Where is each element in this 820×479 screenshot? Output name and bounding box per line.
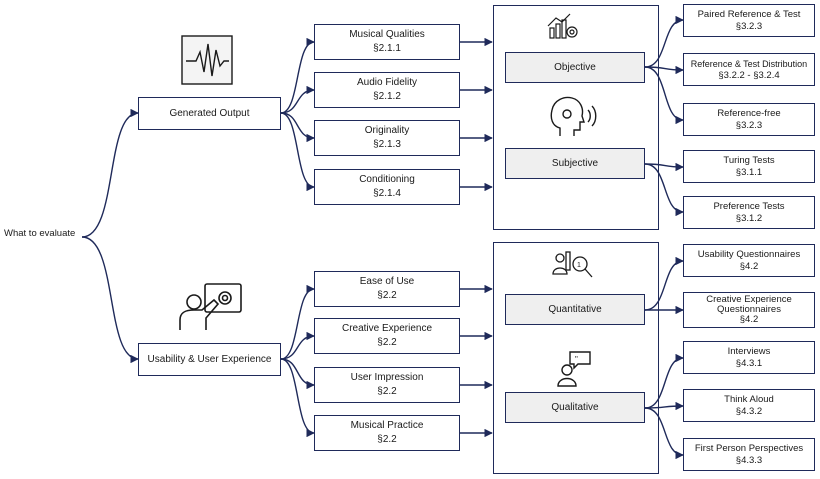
edge-usa-2 [280,331,315,360]
group-generated-methods [493,5,659,230]
node-label: Turing Tests [723,154,775,166]
node-label: Generated Output [169,107,250,119]
leaf-turing-tests: Turing Tests §3.1.1 [683,150,815,183]
leaf-think-aloud: Think Aloud §4.3.2 [683,389,815,422]
node-section: §4.3.2 [735,405,763,417]
node-section: §2.1.3 [373,139,401,150]
node-section: §4.3.3 [735,454,763,466]
head-listening-icon [550,96,597,136]
node-section: §3.2.3 [735,20,763,32]
node-section: §2.2 [377,337,397,348]
node-label: Qualitative [551,401,599,413]
edge-usa-3 [280,358,315,390]
edge-root-usability [81,236,139,364]
node-section: §3.2.3 [735,119,763,131]
node-usability: Usability & User Experience [138,343,281,376]
node-section: §4.3.1 [735,357,763,369]
node-section: §3.2.2 - §3.2.4 [718,69,780,81]
leaf-preference-tests: Preference Tests §3.1.2 [683,196,815,229]
node-label: Musical Qualities [349,29,425,40]
node-section: §4.2 [739,314,759,325]
node-section: §2.1.2 [373,91,401,102]
leaf-reference-distribution: Reference & Test Distribution §3.2.2 - §… [683,53,815,86]
node-ease-of-use: Ease of Use §2.2 [314,271,460,307]
people-magnifier-icon: 1 [552,251,593,278]
node-section: §2.1.1 [373,43,401,54]
node-label: Ease of Use [359,276,415,287]
node-section: §3.1.1 [735,166,763,178]
svg-text:1: 1 [577,262,581,269]
node-section: §2.2 [377,434,397,445]
node-label: Think Aloud [724,393,774,405]
node-label: Reference-free [717,107,781,119]
method-objective: Objective [505,52,645,83]
leaf-creative-experience-questionnaires: Creative Experience Questionnaires §4.2 [683,292,815,328]
edge-gen-1 [280,37,315,114]
node-label: Musical Practice [350,420,424,431]
method-qualitative: Qualitative [505,392,645,423]
leaf-paired-reference: Paired Reference & Test §3.2.3 [683,4,815,37]
chart-gear-icon [547,13,578,39]
leaf-reference-free: Reference-free §3.2.3 [683,103,815,136]
node-label: Preference Tests [713,200,785,212]
touchscreen-user-icon [179,283,242,330]
person-speech-icon: " [557,351,591,387]
method-quantitative: Quantitative [505,294,645,325]
node-generated-output: Generated Output [138,97,281,130]
edge-gen-4 [280,112,315,192]
node-label: Usability & User Experience [147,353,272,365]
node-conditioning: Conditioning §2.1.4 [314,169,460,205]
edge-root-generated [81,108,139,238]
node-label: Quantitative [548,303,602,315]
leaf-first-person: First Person Perspectives §4.3.3 [683,438,815,471]
node-label: Reference & Test Distribution [690,58,808,69]
group-usability-methods [493,242,659,474]
root-label: What to evaluate [4,228,76,239]
svg-text:": " [575,355,578,364]
node-label: Originality [364,125,410,136]
waveform-icon [181,35,233,85]
node-label: Paired Reference & Test [697,8,801,20]
method-subjective: Subjective [505,148,645,179]
node-section: §2.1.4 [373,188,401,199]
node-label: Creative Experience [341,323,433,334]
node-label: Audio Fidelity [356,77,418,88]
node-label: Interviews [727,345,771,357]
edge-usa-4 [280,358,315,438]
node-section: §2.2 [377,290,397,301]
node-section: §2.2 [377,386,397,397]
node-label: Subjective [551,157,599,169]
node-user-impression: User Impression §2.2 [314,367,460,403]
node-section: §3.1.2 [735,212,763,224]
node-label: User Impression [350,372,424,383]
node-label: Conditioning [359,174,415,185]
leaf-interviews: Interviews §4.3.1 [683,341,815,374]
node-label: First Person Perspectives [694,442,804,454]
edge-usa-1 [280,284,315,360]
node-originality: Originality §2.1.3 [314,120,460,156]
edge-gen-2 [280,85,315,114]
node-label: Objective [554,61,596,73]
node-label: Usability Questionnaires [697,248,801,260]
node-musical-qualities: Musical Qualities §2.1.1 [314,24,460,60]
node-label: Creative Experience Questionnaires [706,294,792,315]
node-audio-fidelity: Audio Fidelity §2.1.2 [314,72,460,108]
node-section: §4.2 [739,260,759,272]
node-musical-practice: Musical Practice §2.2 [314,415,460,451]
edge-gen-3 [280,112,315,143]
node-creative-experience: Creative Experience §2.2 [314,318,460,354]
leaf-usability-questionnaires: Usability Questionnaires §4.2 [683,244,815,277]
